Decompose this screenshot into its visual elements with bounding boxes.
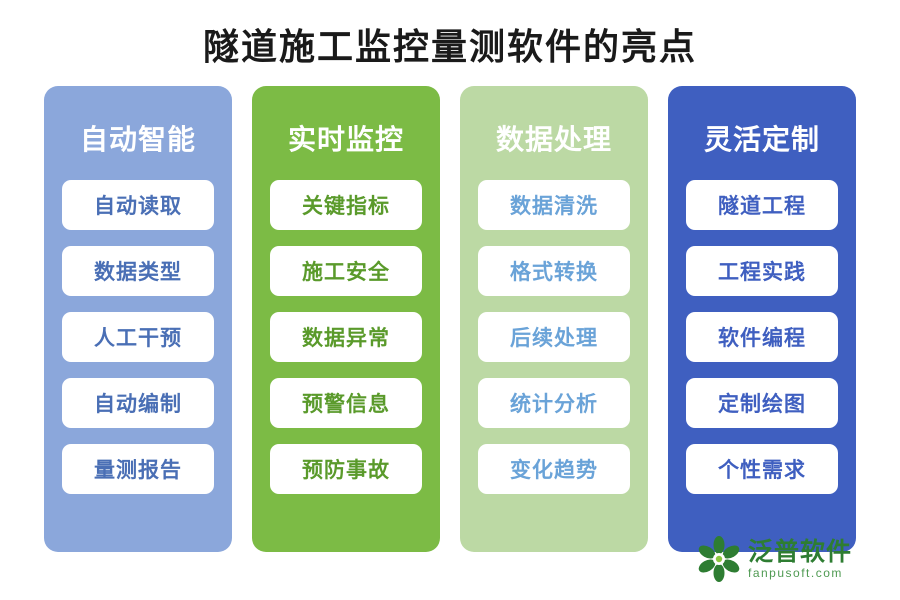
brand-logo: 泛普软件 fanpusoft.com [694,532,880,586]
chip-item[interactable]: 隧道工程 [686,180,838,230]
column-heading: 实时监控 [287,123,404,156]
column-heading: 灵活定制 [703,123,820,156]
chip-item[interactable]: 自动编制 [62,378,214,428]
chip-item[interactable]: 预防事故 [270,444,422,494]
chip-item[interactable]: 统计分析 [478,378,630,428]
chip-item[interactable]: 施工安全 [270,246,422,296]
chip-item[interactable]: 预警信息 [270,378,422,428]
chip-item[interactable]: 数据类型 [62,246,214,296]
column-heading: 自动智能 [79,123,196,156]
chip-item[interactable]: 人工干预 [62,312,214,362]
chip-item[interactable]: 自动读取 [62,180,214,230]
chip-item[interactable]: 格式转换 [478,246,630,296]
chip-item[interactable]: 后续处理 [478,312,630,362]
chip-item[interactable]: 关键指标 [270,180,422,230]
column-realtime-monitoring: 实时监控 关键指标 施工安全 数据异常 预警信息 预防事故 [252,86,440,552]
columns-container: 自动智能 自动读取 数据类型 人工干预 自动编制 量测报告 实时监控 关键指标 … [44,86,856,552]
chip-item[interactable]: 数据清洗 [478,180,630,230]
chip-item[interactable]: 个性需求 [686,444,838,494]
chip-item[interactable]: 工程实践 [686,246,838,296]
logo-text-block: 泛普软件 fanpusoft.com [748,536,853,580]
chip-item[interactable]: 软件编程 [686,312,838,362]
logo-name-cn: 泛普软件 [748,536,853,566]
logo-name-en: fanpusoft.com [748,565,843,580]
chip-item[interactable]: 量测报告 [62,444,214,494]
column-data-processing: 数据处理 数据清洗 格式转换 后续处理 统计分析 变化趋势 [460,86,648,552]
page-title: 隧道施工监控量测软件的亮点 [202,26,697,68]
chip-item[interactable]: 变化趋势 [478,444,630,494]
column-heading: 数据处理 [495,123,612,156]
column-automation: 自动智能 自动读取 数据类型 人工干预 自动编制 量测报告 [44,86,232,552]
chip-item[interactable]: 数据异常 [270,312,422,362]
column-flexible-customization: 灵活定制 隧道工程 工程实践 软件编程 定制绘图 个性需求 [668,86,856,552]
flower-logo-icon [694,534,744,584]
chip-item[interactable]: 定制绘图 [686,378,838,428]
